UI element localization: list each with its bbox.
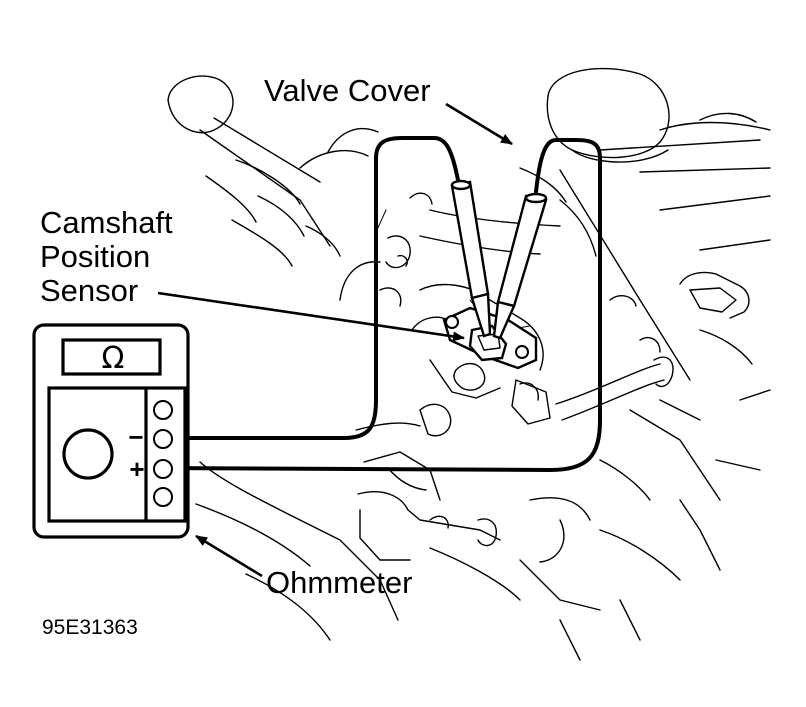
negative-terminal-label: − [128,422,143,452]
test-leads [150,136,602,472]
sensor-label-line2: Position [40,239,150,274]
figure-id: 95E31363 [42,616,138,639]
jack-icon [153,429,173,449]
positive-terminal-label: + [129,454,144,484]
jack-icon [153,487,173,507]
camshaft-sensor-connector-icon [442,306,538,370]
ohm-symbol: Ω [102,341,125,376]
arrow-icon [157,102,513,578]
dial-icon [62,428,114,480]
jack-icon [153,459,173,479]
test-probe-icon [450,179,548,340]
sensor-label-line3: Sensor [40,273,138,308]
ohmmeter-icon [32,323,190,539]
jack-icon [153,400,173,420]
ohmmeter-label: Ohmmeter [266,565,412,600]
sensor-label-line1: Camshaft [40,205,173,240]
valve-cover-label: Valve Cover [264,73,431,108]
engine-line-art-icon [167,67,771,661]
